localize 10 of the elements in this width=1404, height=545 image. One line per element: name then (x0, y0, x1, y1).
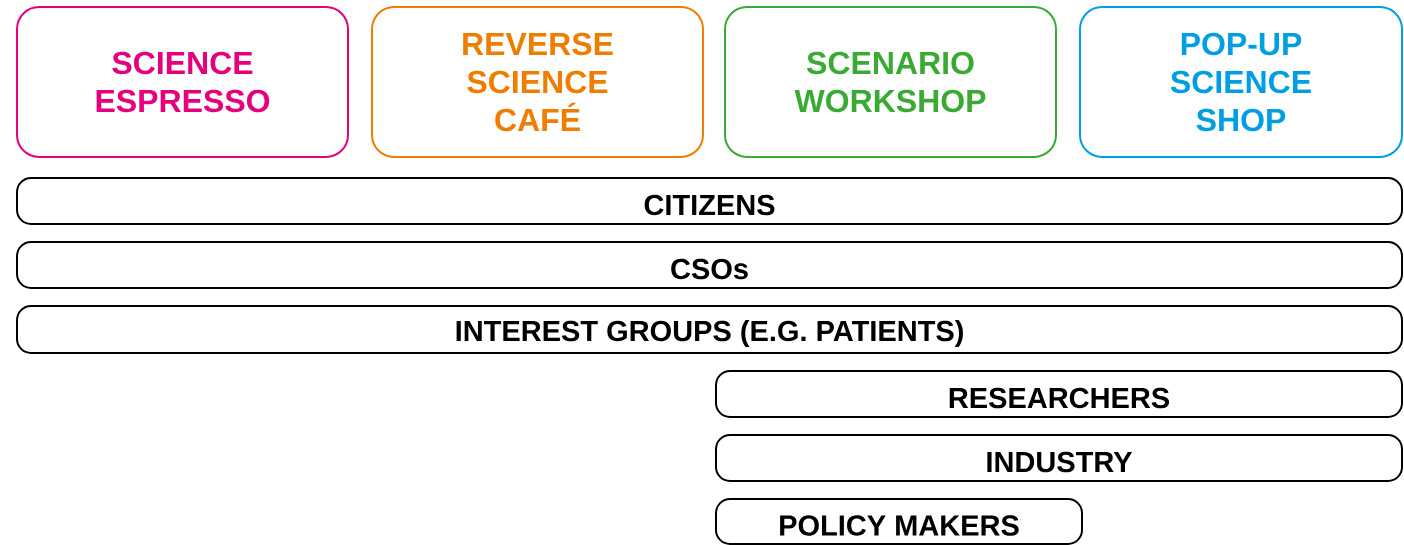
stakeholder-band: RESEARCHERS (715, 370, 1403, 418)
format-box: SCENARIO WORKSHOP (724, 6, 1057, 158)
stakeholder-band: CSOs (16, 241, 1403, 289)
format-box: REVERSE SCIENCE CAFÉ (371, 6, 704, 158)
stakeholder-band: POLICY MAKERS (715, 498, 1083, 545)
format-box: SCIENCE ESPRESSO (16, 6, 349, 158)
stakeholder-band: INDUSTRY (715, 434, 1403, 482)
stakeholder-band: CITIZENS (16, 177, 1403, 225)
stakeholder-band: INTEREST GROUPS (E.G. PATIENTS) (16, 305, 1403, 354)
format-box: POP-UP SCIENCE SHOP (1079, 6, 1403, 158)
